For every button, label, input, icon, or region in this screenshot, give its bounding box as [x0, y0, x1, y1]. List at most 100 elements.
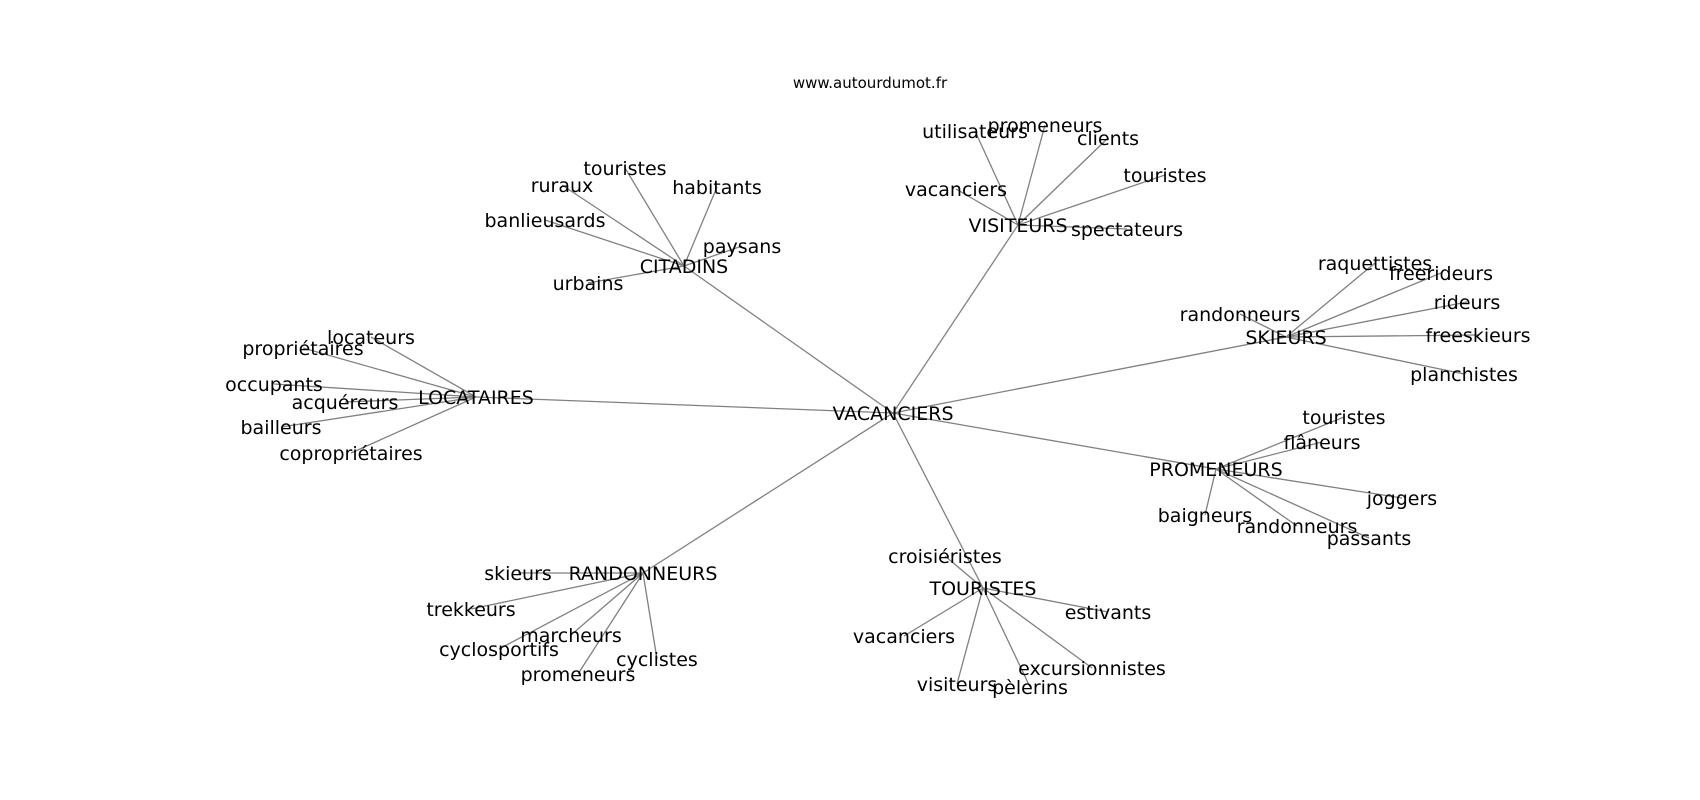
word-node: pèlerins [992, 677, 1068, 699]
word-node: promeneurs [988, 115, 1103, 137]
word-node: urbains [553, 273, 624, 295]
edge-promeneurs-5 [1215, 468, 1370, 539]
edge-touristes-5 [982, 587, 1031, 688]
edge-randonneurs-4 [577, 572, 644, 675]
word-node: skieurs [484, 563, 552, 585]
edge-randonneurs-2 [570, 572, 644, 636]
edge-touristes-4 [956, 587, 984, 685]
word-node: paysans [703, 236, 781, 258]
word-node: ruraux [531, 175, 594, 197]
edge-citadins-5 [587, 265, 685, 284]
edge-visiteurs-2 [1017, 137, 1109, 226]
word-node: randonneurs [1180, 304, 1301, 326]
word-node: visiteurs [917, 674, 998, 696]
edge-randonneurs-3 [498, 572, 644, 650]
hub-node-locataires: LOCATAIRES [418, 387, 534, 409]
edge-promeneurs-1 [1215, 441, 1323, 470]
edge-touristes-1 [982, 587, 1109, 613]
word-node: passants [1327, 528, 1412, 550]
hub-node-skieurs: SKIEURS [1245, 327, 1326, 349]
edge-citadins-3 [544, 219, 685, 267]
hub-node-touristes: TOURISTES [928, 578, 1036, 600]
edge-skieurs-5 [1285, 336, 1465, 375]
word-node: excursionnistes [1018, 658, 1166, 680]
word-node: rideurs [1434, 292, 1501, 314]
word-node: croisiéristes [888, 546, 1002, 568]
word-node: propriétaires [242, 338, 363, 360]
edge-skieurs-2 [1239, 313, 1287, 338]
edge-skieurs-3 [1285, 301, 1468, 338]
word-node: promeneurs [521, 664, 636, 686]
hub-node-randonneurs: RANDONNEURS [569, 563, 718, 585]
edge-visiteurs-1 [1017, 124, 1046, 226]
edge-touristes-2 [903, 587, 984, 637]
edge-visiteurs-0 [974, 130, 1019, 226]
edge-citadins-2 [683, 186, 718, 267]
edge-locataires-0 [370, 336, 477, 398]
word-node: cyclosportifs [439, 639, 559, 661]
word-node: bailleurs [241, 417, 322, 439]
source-url: www.autourdumot.fr [793, 74, 948, 92]
word-node: freerideurs [1389, 263, 1493, 285]
word-node: cyclistes [616, 649, 698, 671]
edge-center-locataires [475, 396, 894, 414]
word-node: estivants [1065, 602, 1152, 624]
edge-citadins-0 [624, 167, 685, 267]
edge-locataires-3 [344, 396, 477, 403]
hub-node-visiteurs: VISITEURS [968, 215, 1067, 237]
word-node: touristes [583, 158, 666, 180]
edge-touristes-3 [982, 587, 1093, 669]
edge-locataires-4 [280, 396, 477, 428]
word-node: trekkeurs [426, 599, 515, 621]
word-node: raquettistes [1318, 253, 1432, 275]
edge-center-randonneurs [642, 412, 894, 574]
edge-randonneurs-5 [642, 572, 658, 660]
word-node: randonneurs [1237, 516, 1358, 538]
edge-promeneurs-3 [1204, 468, 1217, 516]
edge-visiteurs-4 [955, 188, 1019, 226]
edge-citadins-1 [561, 184, 685, 267]
word-node: occupants [225, 374, 323, 396]
word-node: flâneurs [1283, 432, 1360, 454]
edge-touristes-0 [944, 555, 984, 589]
word-node: habitants [672, 177, 762, 199]
edge-skieurs-0 [1285, 262, 1376, 338]
edge-locataires-2 [273, 383, 477, 398]
edge-promeneurs-0 [1215, 416, 1345, 470]
word-node: vacanciers [905, 179, 1007, 201]
word-node: copropriétaires [279, 443, 422, 465]
edge-promeneurs-2 [1215, 468, 1403, 499]
word-node: marcheurs [520, 625, 621, 647]
word-node: clients [1077, 128, 1139, 150]
edge-visiteurs-5 [1017, 224, 1128, 230]
edge-skieurs-1 [1285, 272, 1442, 338]
hub-node-promeneurs: PROMENEURS [1149, 459, 1282, 481]
edge-visiteurs-3 [1017, 174, 1166, 226]
word-node: freeskieurs [1425, 325, 1530, 347]
word-node: vacanciers [853, 626, 955, 648]
word-node: planchistes [1410, 364, 1518, 386]
word-node: banlieusards [484, 210, 605, 232]
word-node: joggers [1366, 488, 1437, 510]
center-node: VACANCIERS [832, 403, 953, 425]
edge-locataires-1 [302, 347, 477, 398]
word-node: locateurs [327, 327, 415, 349]
word-node: spectateurs [1071, 219, 1183, 241]
word-node: baigneurs [1158, 505, 1253, 527]
edges [273, 124, 1479, 688]
edge-center-visiteurs [892, 224, 1019, 414]
edge-center-citadins [683, 265, 894, 414]
edge-citadins-4 [683, 245, 743, 267]
edge-locataires-5 [350, 396, 477, 454]
word-node: touristes [1302, 407, 1385, 429]
edge-randonneurs-1 [470, 572, 644, 610]
edge-skieurs-4 [1285, 334, 1479, 338]
word-node: acquéreurs [292, 392, 399, 414]
edge-promeneurs-4 [1215, 468, 1298, 527]
edge-center-skieurs [892, 336, 1287, 414]
edge-center-promeneurs [892, 412, 1217, 470]
word-node: utilisateurs [922, 121, 1028, 143]
hub-node-citadins: CITADINS [640, 256, 729, 278]
